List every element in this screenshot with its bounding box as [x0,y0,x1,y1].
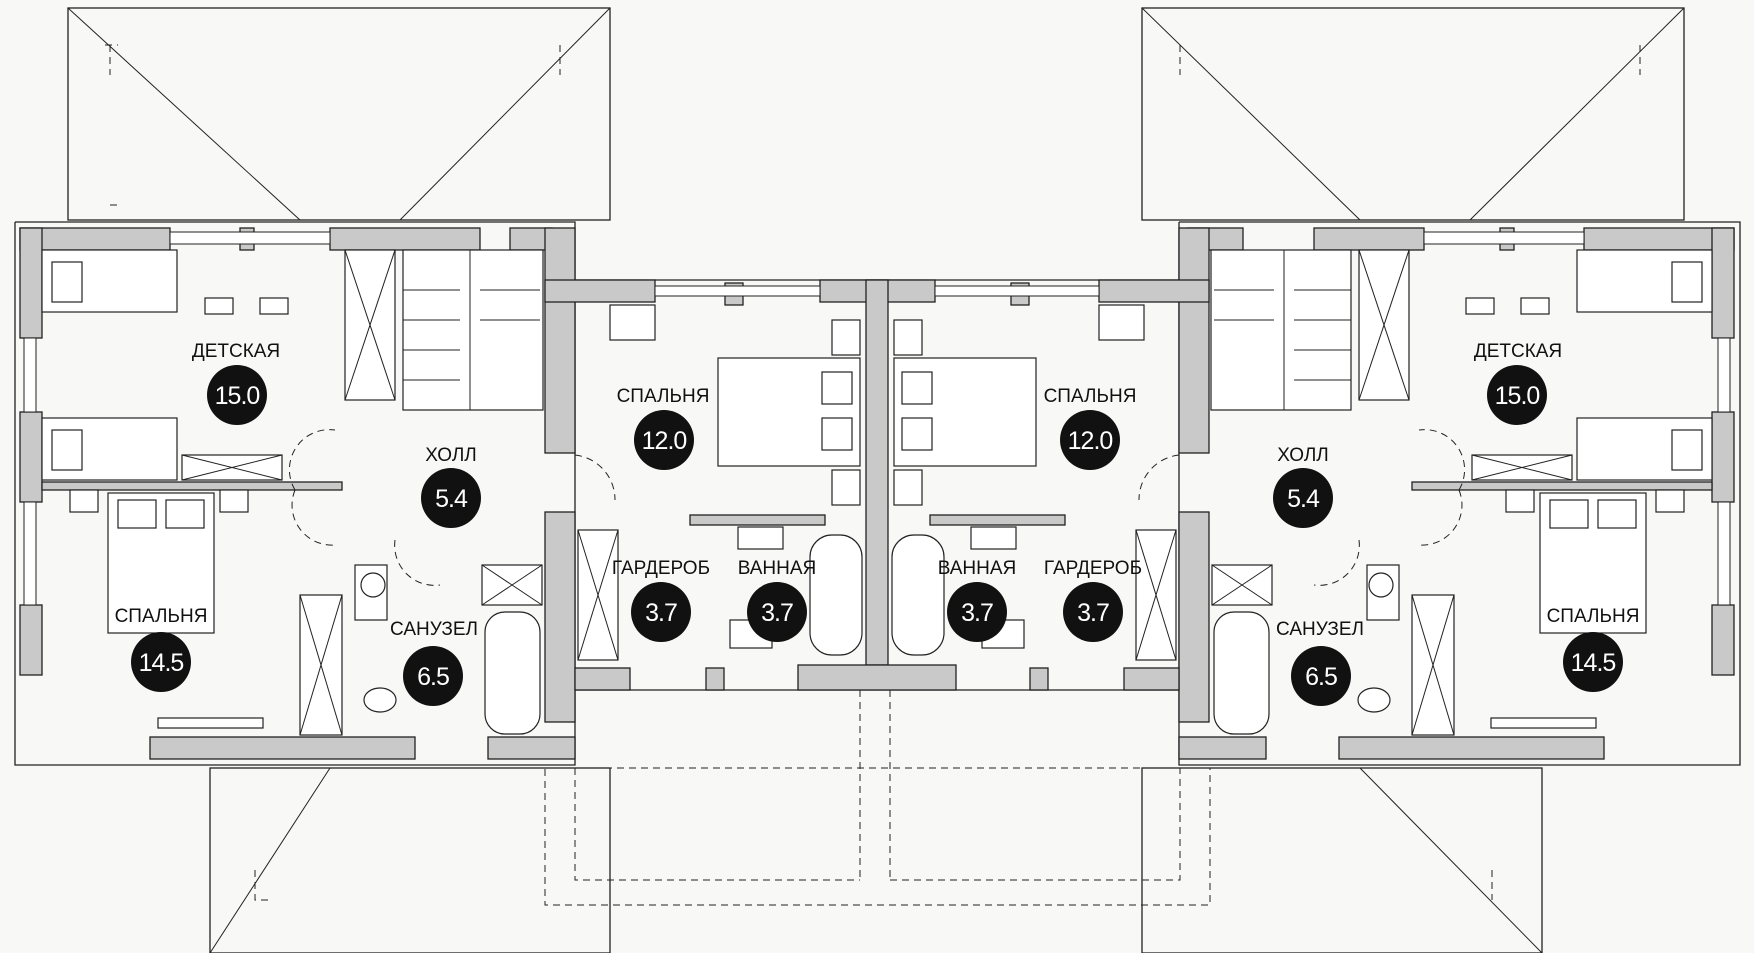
room-name-r-hall: ХОЛЛ [1277,445,1329,466]
room-r-bed: СПАЛЬНЯ 12.0 [1044,386,1137,470]
area-l-bath: 3.7 [761,599,793,627]
room-name-l-bed-big: СПАЛЬНЯ [115,606,208,627]
room-name-r-bed-big: СПАЛЬНЯ [1547,606,1640,627]
walls-right-unit [1010,227,1735,760]
room-l-hall: ХОЛЛ 5.4 [421,445,481,528]
room-name-l-kids: ДЕТСКАЯ [192,341,280,362]
room-l-bed-big: СПАЛЬНЯ 14.5 [115,606,208,692]
area-badge-l-bath [747,582,807,642]
room-name-r-bath: ВАННАЯ [938,558,1017,579]
room-l-bed: СПАЛЬНЯ 12.0 [617,386,710,470]
furniture-right [891,249,1713,736]
room-name-l-wc: САНУЗЕЛ [390,619,478,640]
area-l-bed-big: 14.5 [139,649,184,677]
room-l-kids: ДЕТСКАЯ 15.0 [192,341,280,425]
area-l-kids: 15.0 [215,382,260,410]
room-r-bath: ВАННАЯ 3.7 [938,558,1017,642]
area-r-hall: 5.4 [1287,485,1320,513]
door-swings [288,429,1466,586]
room-r-kids: ДЕТСКАЯ 15.0 [1474,341,1562,425]
room-l-wc: САНУЗЕЛ 6.5 [390,619,478,706]
furniture-left [41,249,863,736]
area-badge-l-kids [207,365,267,425]
area-badge-r-hall [1273,468,1333,528]
area-r-wardrobe: 3.7 [1077,599,1109,627]
windows [23,231,1731,606]
room-name-r-bed: СПАЛЬНЯ [1044,386,1137,407]
room-r-hall: ХОЛЛ 5.4 [1273,445,1333,528]
area-badge-l-wc [403,646,463,706]
area-r-wc: 6.5 [1305,663,1337,691]
area-badge-r-wc [1291,646,1351,706]
area-r-bed: 12.0 [1068,427,1113,455]
walls-left-unit [19,227,744,760]
terrace-outline [544,690,1211,906]
room-name-r-kids: ДЕТСКАЯ [1474,341,1562,362]
area-l-hall: 5.4 [435,485,468,513]
roof-top-left [67,7,611,221]
room-l-bath: ВАННАЯ 3.7 [738,558,817,642]
area-badge-r-wardrobe [1063,582,1123,642]
roof-bottom-left [209,767,611,953]
area-r-kids: 15.0 [1495,382,1540,410]
central-wall [689,279,1066,691]
room-r-wardrobe: ГАРДЕРОБ 3.7 [1044,558,1142,642]
area-badge-r-bed-big [1563,632,1623,692]
area-badge-r-bath [947,582,1007,642]
area-r-bed-big: 14.5 [1571,649,1616,677]
area-l-wardrobe: 3.7 [645,599,677,627]
area-badge-l-wardrobe [631,582,691,642]
area-r-bath: 3.7 [961,599,993,627]
roof-bottom-right [1141,767,1543,953]
room-r-bed-big: СПАЛЬНЯ 14.5 [1547,606,1640,692]
room-l-wardrobe: ГАРДЕРОБ 3.7 [612,558,710,642]
room-r-wc: САНУЗЕЛ 6.5 [1276,619,1364,706]
area-badge-r-bed [1060,410,1120,470]
room-name-l-hall: ХОЛЛ [425,445,477,466]
room-name-l-bed: СПАЛЬНЯ [617,386,710,407]
area-badge-l-hall [421,468,481,528]
area-l-bed: 12.0 [642,427,687,455]
area-l-wc: 6.5 [417,663,449,691]
area-badge-l-bed-big [131,632,191,692]
room-name-r-wc: САНУЗЕЛ [1276,619,1364,640]
area-badge-r-kids [1487,365,1547,425]
room-name-r-wardrobe: ГАРДЕРОБ [1044,558,1142,579]
room-name-l-wardrobe: ГАРДЕРОБ [612,558,710,579]
roof-top-right [1141,7,1685,221]
area-badge-l-bed [634,410,694,470]
room-name-l-bath: ВАННАЯ [738,558,817,579]
